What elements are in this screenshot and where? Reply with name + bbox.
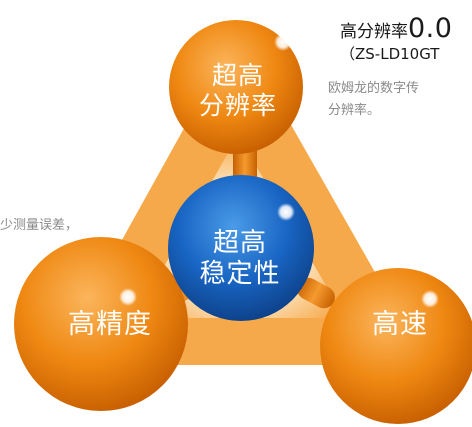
ball-center-label-line1: 超高 [212, 228, 267, 258]
ball-right-highlight [421, 290, 439, 308]
ball-right-label: 高速 [372, 309, 428, 340]
resolution-headline: 高分辨率0.0 [340, 13, 452, 44]
ball-left-highlight [119, 288, 137, 306]
ball-top-label-line1: 超高 [211, 61, 264, 90]
accuracy-description: 少测量误差， [0, 218, 79, 233]
resolution-headline-value: 0.0 [408, 13, 453, 44]
connector-right [297, 277, 335, 309]
resolution-description-line1: 欧姆龙的数字传 [328, 81, 420, 96]
resolution-model: （ZS-LD10GT [340, 45, 440, 63]
ball-left-label: 高精度 [68, 309, 152, 340]
ball-top-highlight [274, 33, 292, 51]
ball-top-label: 超高 分辨率 [173, 61, 303, 121]
ball-right [320, 268, 472, 424]
resolution-description-line2: 分辨率。 [328, 103, 381, 118]
ball-left [14, 237, 188, 411]
ball-center [168, 175, 314, 321]
ball-top-label-line2: 分辨率 [198, 91, 277, 120]
ball-top [169, 20, 303, 154]
ball-center-highlight [277, 203, 295, 221]
resolution-headline-text: 高分辨率 [340, 22, 408, 42]
ball-center-label-line2: 稳定性 [199, 259, 281, 290]
ball-center-label: 超高 稳定性 [176, 228, 304, 290]
